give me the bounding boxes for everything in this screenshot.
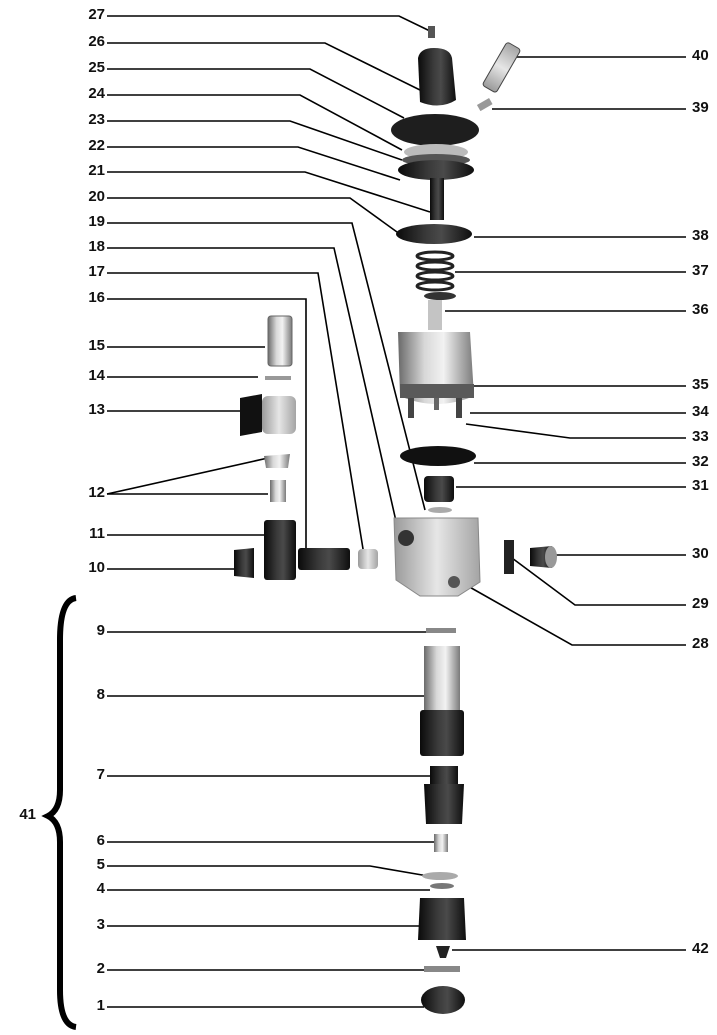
callout-38: 38 xyxy=(692,227,709,244)
callout-17: 17 xyxy=(88,263,105,280)
callout-1: 1 xyxy=(96,997,105,1014)
callout-41: 41 xyxy=(19,806,36,823)
callout-2: 2 xyxy=(96,960,105,977)
callout-29: 29 xyxy=(692,595,709,612)
callout-7: 7 xyxy=(96,766,105,783)
callout-19: 19 xyxy=(88,213,105,230)
callout-42: 42 xyxy=(692,940,709,957)
callout-25: 25 xyxy=(88,59,105,76)
callout-5: 5 xyxy=(96,856,105,873)
callout-15: 15 xyxy=(88,337,105,354)
callout-18: 18 xyxy=(88,238,105,255)
callout-39: 39 xyxy=(692,99,709,116)
callout-21: 21 xyxy=(88,162,105,179)
callout-37: 37 xyxy=(692,262,709,279)
callout-24: 24 xyxy=(88,85,105,102)
callout-11: 11 xyxy=(89,525,105,542)
callout-22: 22 xyxy=(88,137,105,154)
callout-4: 4 xyxy=(96,880,105,897)
callout-34: 34 xyxy=(692,403,709,420)
callout-31: 31 xyxy=(692,477,709,494)
callout-35: 35 xyxy=(692,376,709,393)
callout-6: 6 xyxy=(96,832,105,849)
leader-lines-right xyxy=(445,56,686,951)
callout-10: 10 xyxy=(88,559,105,576)
callout-14: 14 xyxy=(88,367,105,384)
callout-33: 33 xyxy=(692,428,709,445)
parts xyxy=(234,26,557,1014)
leader-lines-left xyxy=(106,15,434,1008)
callout-23: 23 xyxy=(88,111,105,128)
callout-8: 8 xyxy=(96,686,105,703)
callout-20: 20 xyxy=(88,188,105,205)
callout-26: 26 xyxy=(88,33,105,50)
callout-36: 36 xyxy=(692,301,709,318)
callout-40: 40 xyxy=(692,47,709,64)
callout-16: 16 xyxy=(88,289,105,306)
callout-30: 30 xyxy=(692,545,709,562)
callout-3: 3 xyxy=(96,916,105,933)
group-brace xyxy=(41,595,77,1030)
callout-9: 9 xyxy=(96,622,105,639)
callout-12: 12 xyxy=(88,484,105,501)
callout-13: 13 xyxy=(88,401,105,418)
callout-27: 27 xyxy=(88,6,105,23)
callout-28: 28 xyxy=(692,635,709,652)
callout-32: 32 xyxy=(692,453,709,470)
